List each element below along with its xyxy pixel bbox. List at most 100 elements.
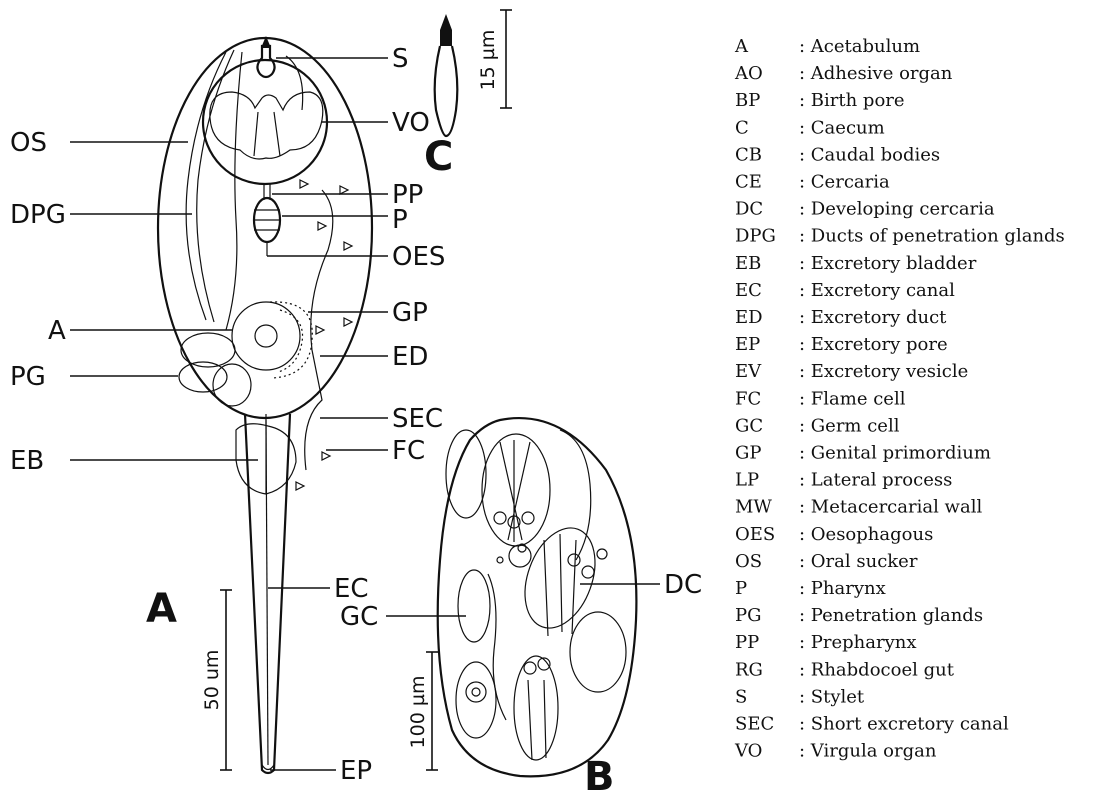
legend-abbr: ED (735, 307, 763, 328)
genital-primordium-inner (278, 310, 303, 372)
legend-abbr: P (735, 578, 747, 599)
legend-description: : Penetration glands (799, 605, 983, 626)
legend-abbr: CB (735, 144, 762, 165)
cercaria-sucker-1 (509, 545, 531, 567)
developing-cercaria-4 (514, 656, 558, 760)
legend-abbr: PG (735, 605, 762, 626)
legend-description: : Acetabulum (799, 36, 920, 57)
legend-description: : Stylet (799, 686, 865, 707)
sporocyst-wall (438, 418, 637, 776)
legend-description: : Metacercarial wall (799, 497, 982, 518)
flame-cell-3 (318, 222, 326, 230)
label-s: S (392, 44, 409, 74)
legend-description: : Oral sucker (799, 551, 918, 572)
legend-description: : Genital primordium (799, 443, 991, 464)
pharynx-stripes (254, 210, 280, 230)
developing-cercaria-4-inner (528, 680, 546, 760)
legend-description: : Caecum (799, 117, 885, 138)
label-a: A (48, 316, 66, 346)
duct-2 (197, 50, 234, 322)
legend-abbr: EC (735, 280, 762, 301)
stylet-detail-body (435, 46, 458, 136)
germ-tube-1 (560, 430, 591, 560)
legend-abbr: LP (735, 470, 759, 491)
germ-ball-1 (570, 612, 626, 692)
legend-abbr: GP (735, 443, 762, 464)
legend-abbr: A (734, 36, 749, 57)
virgula-organ-inner (254, 112, 280, 156)
scale-label-c: 15 µm (477, 30, 499, 91)
label-ep: EP (340, 756, 372, 786)
developing-cercaria-3 (456, 662, 496, 738)
germ-ball-2 (446, 430, 486, 518)
label-dpg: DPG (10, 200, 66, 230)
legend-abbr: GC (735, 415, 763, 436)
legend-description: : Germ cell (799, 415, 900, 436)
legend-abbr: DPG (735, 226, 776, 247)
virgula-organ-lobes (210, 92, 323, 159)
legend-abbr: BP (735, 90, 760, 111)
germ-tube-2 (488, 574, 506, 720)
label-os: OS (10, 128, 47, 158)
label-ec: EC (334, 574, 369, 604)
legend-description: : Excretory vesicle (799, 361, 968, 382)
legend-description: : Prepharynx (799, 632, 917, 653)
legend-abbr: CE (735, 172, 762, 193)
flame-cell-4 (344, 242, 352, 250)
legend-abbr: VO (734, 741, 762, 762)
legend-description: : Oesophagous (799, 524, 933, 545)
panel-label-b: B (584, 754, 615, 796)
callout-lines-a (70, 58, 388, 770)
legend-abbr: DC (735, 199, 763, 220)
germ-cell-drawing (458, 570, 490, 642)
flame-cell-7 (322, 452, 330, 460)
acetabulum-drawing (232, 302, 300, 370)
legend-description: : Caudal bodies (799, 144, 940, 165)
label-eb: EB (10, 446, 44, 476)
legend-abbr: EV (735, 361, 762, 382)
scale-label-a: 50 um (201, 650, 223, 711)
legend-description: : Virgula organ (799, 741, 937, 762)
legend-description: : Cercaria (799, 172, 890, 193)
label-fc: FC (392, 436, 425, 466)
developing-cercaria-2-inner (544, 534, 576, 636)
legend-abbr: RG (735, 659, 763, 680)
cercaria-body (158, 38, 372, 418)
legend-abbr: SEC (735, 714, 774, 735)
flame-cell-5 (316, 326, 324, 334)
label-p: P (392, 205, 408, 235)
duct-1 (186, 52, 226, 320)
legend-description: : Rhabdocoel gut (799, 659, 955, 680)
flame-cell-6 (344, 318, 352, 326)
legend-description: : Developing cercaria (799, 199, 995, 220)
legend-abbr: S (735, 686, 747, 707)
legend-abbr: MW (735, 497, 772, 518)
flame-cell-2 (340, 186, 348, 194)
legend-abbr: PP (735, 632, 759, 653)
label-pg: PG (10, 362, 46, 392)
cercaria-drawing (158, 36, 372, 773)
label-ed: ED (392, 342, 428, 372)
panel-label-a: A (146, 586, 177, 632)
legend-description: : Short excretory canal (799, 714, 1009, 735)
legend-description: : Ducts of penetration glands (799, 226, 1065, 247)
legend-abbr: FC (735, 388, 761, 409)
stylet-detail-drawing (435, 14, 458, 136)
legend-description: : Pharynx (799, 578, 886, 599)
legend-abbr: EB (735, 253, 761, 274)
panel-label-c: C (424, 134, 453, 180)
legend-description: : Excretory bladder (799, 253, 977, 274)
legend-description: : Excretory canal (799, 280, 955, 301)
legend-abbr: AO (734, 63, 763, 84)
legend-description: : Excretory duct (799, 307, 947, 328)
legend-abbr: OES (735, 524, 775, 545)
legend-description: : Flame cell (799, 388, 906, 409)
excretory-pore-drawing (262, 765, 274, 770)
acetabulum-center (255, 325, 277, 347)
sporocyst-drawing (438, 418, 637, 776)
developing-cercaria-1-inner (500, 440, 530, 542)
legend-abbr: C (735, 117, 749, 138)
